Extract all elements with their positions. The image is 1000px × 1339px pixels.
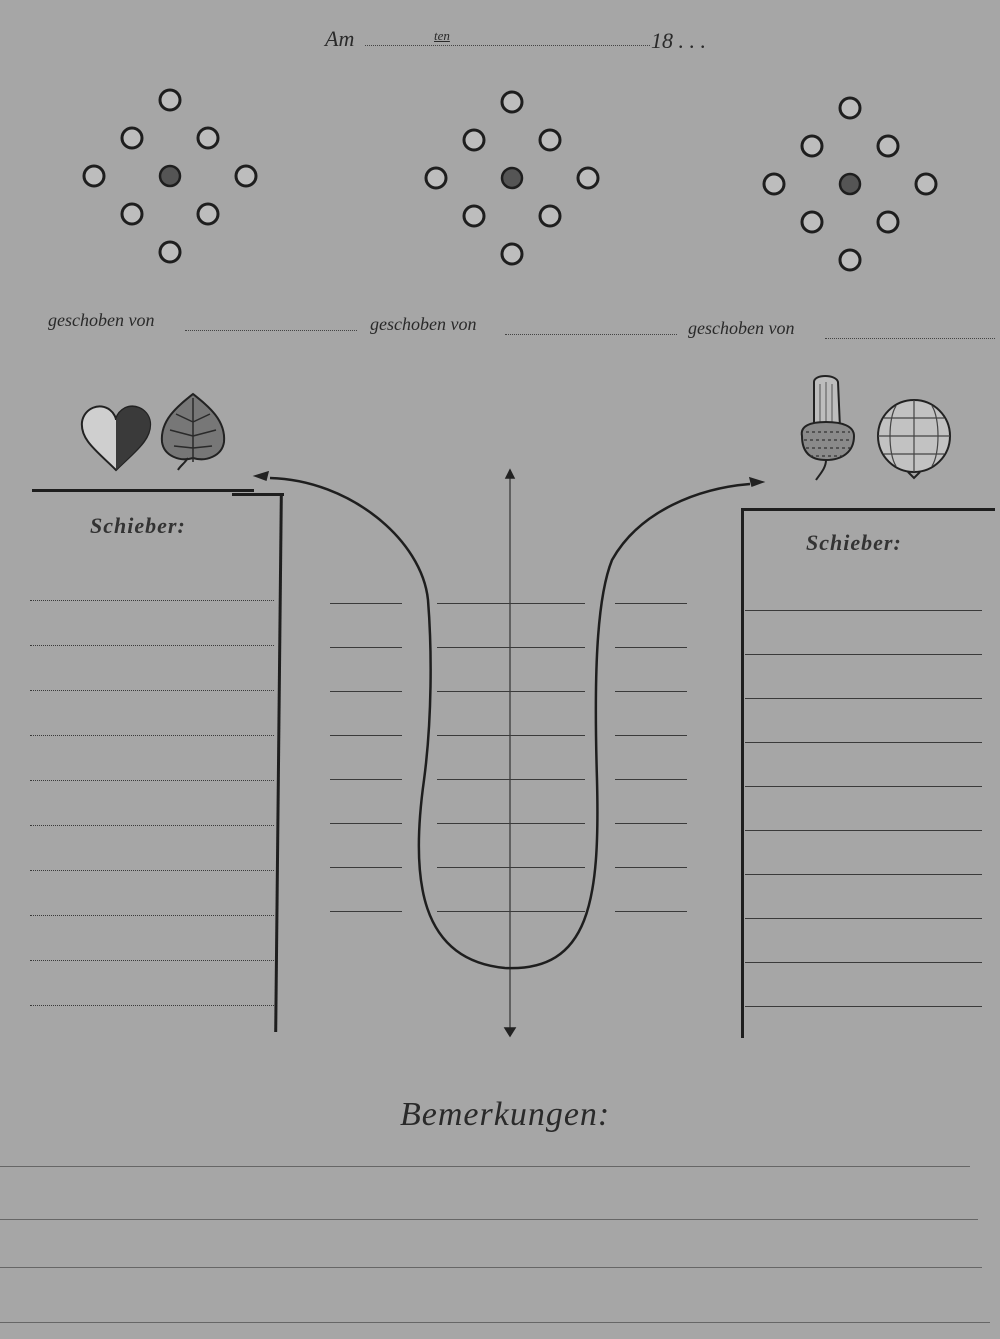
peg-hole[interactable] (500, 242, 524, 266)
peg-hole[interactable] (424, 166, 448, 190)
bead-board-1 (82, 88, 938, 272)
center-right-dash[interactable] (615, 823, 687, 824)
peg-hole[interactable] (838, 96, 862, 120)
center-middle-dash[interactable] (437, 691, 585, 692)
center-middle-dash[interactable] (437, 911, 585, 912)
left-writing-line[interactable] (30, 780, 274, 781)
date-year-label: 18 . . . (651, 28, 706, 53)
center-right-dash[interactable] (615, 911, 687, 912)
peg-hole[interactable] (120, 202, 144, 226)
center-middle-dash[interactable] (437, 867, 585, 868)
peg-hole[interactable] (462, 128, 486, 152)
right-writing-line[interactable] (745, 830, 982, 831)
center-left-dash[interactable] (330, 823, 402, 824)
center-right-dash[interactable] (615, 603, 687, 604)
center-left-dash[interactable] (330, 603, 402, 604)
date-day-field[interactable] (365, 45, 650, 46)
peg-hole[interactable] (800, 210, 824, 234)
peg-hole[interactable] (82, 164, 106, 188)
center-middle-dash[interactable] (437, 779, 585, 780)
heart-icon (80, 405, 152, 472)
center-right-dash[interactable] (615, 867, 687, 868)
pushed-by-label-1: geschoben von (48, 310, 155, 330)
right-writing-line[interactable] (745, 1006, 982, 1007)
center-right-dash[interactable] (615, 647, 687, 648)
center-middle-dash[interactable] (437, 647, 585, 648)
left-writing-line[interactable] (30, 600, 274, 601)
right-writing-line[interactable] (745, 698, 982, 699)
left-writing-line[interactable] (30, 825, 274, 826)
peg-hole[interactable] (196, 126, 220, 150)
center-middle-dash[interactable] (437, 603, 585, 604)
center-left-dash[interactable] (330, 735, 402, 736)
left-panel-top-rule-b (232, 493, 284, 496)
remarks-line-3[interactable] (0, 1267, 982, 1268)
right-writing-line[interactable] (745, 786, 982, 787)
left-writing-line[interactable] (30, 960, 274, 961)
remarks-line-4[interactable] (0, 1322, 990, 1323)
left-writing-line[interactable] (30, 690, 274, 691)
center-right-dash[interactable] (615, 779, 687, 780)
right-panel-title: Schieber: (806, 530, 902, 555)
peg-hole[interactable] (914, 172, 938, 196)
center-peg[interactable] (158, 164, 182, 188)
remarks-title: Bemerkungen: (400, 1096, 611, 1133)
peg-hole[interactable] (538, 128, 562, 152)
peg-hole[interactable] (876, 134, 900, 158)
center-peg[interactable] (500, 166, 524, 190)
peg-hole[interactable] (538, 204, 562, 228)
center-middle-dash[interactable] (437, 735, 585, 736)
peg-hole[interactable] (120, 126, 144, 150)
center-left-dash[interactable] (330, 911, 402, 912)
remarks-line-1[interactable] (0, 1166, 970, 1167)
right-panel-top-rule (743, 508, 995, 511)
date-am-label: Am (325, 26, 355, 51)
pushed-by-field-1[interactable] (185, 330, 357, 331)
peg-hole[interactable] (762, 172, 786, 196)
acorn-icon (800, 375, 856, 481)
pushed-by-field-2[interactable] (505, 334, 677, 335)
peg-hole[interactable] (576, 166, 600, 190)
center-left-dash[interactable] (330, 867, 402, 868)
peg-hole[interactable] (500, 90, 524, 114)
peg-hole[interactable] (234, 164, 258, 188)
right-writing-line[interactable] (745, 874, 982, 875)
ball-icon (877, 399, 951, 480)
peg-hole[interactable] (158, 240, 182, 264)
right-writing-line[interactable] (745, 610, 982, 611)
pushed-by-label-2: geschoben von (370, 314, 477, 334)
left-panel-top-rule (32, 489, 254, 492)
right-panel-divider (741, 508, 744, 1038)
center-left-dash[interactable] (330, 647, 402, 648)
center-middle-dash[interactable] (437, 823, 585, 824)
center-right-dash[interactable] (615, 735, 687, 736)
left-writing-line[interactable] (30, 915, 274, 916)
left-panel-title: Schieber: (90, 513, 186, 538)
pushed-by-label-3: geschoben von (688, 318, 795, 338)
peg-hole[interactable] (462, 204, 486, 228)
peg-hole[interactable] (800, 134, 824, 158)
left-writing-line[interactable] (30, 1005, 274, 1006)
left-writing-line[interactable] (30, 645, 274, 646)
peg-hole[interactable] (196, 202, 220, 226)
peg-hole[interactable] (838, 248, 862, 272)
right-writing-line[interactable] (745, 962, 982, 963)
center-right-dash[interactable] (615, 691, 687, 692)
date-ten-label: ten (434, 28, 450, 43)
center-left-dash[interactable] (330, 779, 402, 780)
left-writing-line[interactable] (30, 870, 274, 871)
left-writing-line[interactable] (30, 735, 274, 736)
center-peg[interactable] (838, 172, 862, 196)
peg-hole[interactable] (158, 88, 182, 112)
right-writing-line[interactable] (745, 654, 982, 655)
remarks-line-2[interactable] (0, 1219, 978, 1220)
leaf-icon (160, 392, 226, 471)
right-writing-line[interactable] (745, 742, 982, 743)
peg-hole[interactable] (876, 210, 900, 234)
center-left-dash[interactable] (330, 691, 402, 692)
pushed-by-field-3[interactable] (825, 338, 995, 339)
right-writing-line[interactable] (745, 918, 982, 919)
